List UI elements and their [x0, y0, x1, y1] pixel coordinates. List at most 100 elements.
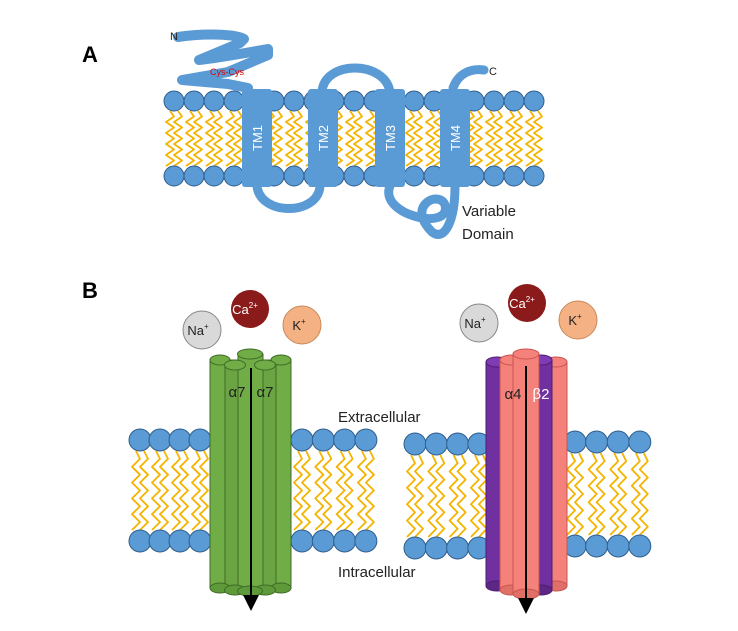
- lipid-tail: [343, 450, 354, 531]
- svg-text:K+: K+: [292, 317, 306, 333]
- lipid-tail: [273, 110, 283, 167]
- lipid-tail: [185, 110, 195, 167]
- alpha4beta2-channel: [485, 348, 568, 600]
- lipid-head: [333, 428, 357, 452]
- panel-a-label: A: [82, 42, 98, 67]
- alpha7-subunit-label-left: α7: [228, 384, 245, 401]
- intracellular-label: Intracellular: [338, 564, 416, 581]
- lipid-head: [503, 90, 525, 112]
- tm1-label: TM1: [250, 125, 265, 151]
- lipid-tail: [609, 452, 620, 536]
- lipid-tail: [233, 110, 243, 167]
- potassium-ion-left: K+: [282, 305, 322, 345]
- lipid-tail: [365, 110, 375, 167]
- lipid-tail: [425, 110, 435, 167]
- lipid-head: [163, 90, 185, 112]
- lipid-tail: [638, 452, 649, 536]
- lipid-tail: [485, 110, 495, 167]
- lipid-head: [148, 529, 172, 553]
- lipid-head: [283, 165, 305, 187]
- tm4-label: TM4: [448, 125, 463, 151]
- lipid-head: [606, 534, 630, 558]
- lipid-tail: [365, 450, 375, 531]
- lipid-tail: [493, 110, 503, 167]
- loop-tm2-tm3: [317, 63, 395, 97]
- lipid-head: [128, 529, 152, 553]
- lipid-tail: [165, 110, 175, 167]
- lipid-tail: [322, 450, 333, 531]
- lipid-tail: [427, 454, 438, 538]
- lipid-head: [585, 430, 609, 454]
- lipid-tail: [470, 454, 480, 538]
- lipid-head: [283, 90, 305, 112]
- lipid-tail: [357, 450, 367, 531]
- lipid-head: [523, 165, 545, 187]
- lipid-head: [446, 536, 470, 560]
- variable-domain-label-line2: Domain: [462, 226, 514, 243]
- lipid-tail: [353, 110, 363, 167]
- lipid-tail: [448, 454, 459, 538]
- lipid-tail: [213, 110, 223, 167]
- lipid-head: [223, 90, 245, 112]
- lipid-tail: [314, 450, 325, 531]
- lipid-head: [424, 536, 448, 560]
- lipid-head: [168, 529, 192, 553]
- c-terminus-label: C: [489, 66, 497, 78]
- lipid-tail: [335, 450, 346, 531]
- lipid-tail: [205, 110, 215, 167]
- tm4-helix: TM4: [440, 89, 470, 187]
- loop-tm1-tm2: [252, 181, 325, 213]
- potassium-ion-right: K+: [558, 300, 598, 340]
- lipid-tail: [293, 450, 303, 531]
- lipid-tail: [285, 110, 295, 167]
- disulfide-bond-label: Cys-Cys: [210, 67, 244, 77]
- lipid-head: [188, 428, 212, 452]
- lipid-tail: [301, 450, 311, 531]
- lipid-tail: [456, 454, 467, 538]
- lipid-head: [183, 165, 205, 187]
- lipid-head: [203, 90, 225, 112]
- lipid-head: [424, 432, 448, 456]
- extracellular-label: Extracellular: [338, 409, 421, 426]
- lipid-head: [343, 165, 365, 187]
- lipid-head: [606, 430, 630, 454]
- lipid-head: [446, 432, 470, 456]
- lipid-tail: [595, 452, 606, 536]
- lipid-head: [183, 90, 205, 112]
- lipid-head: [343, 90, 365, 112]
- lipid-head: [483, 165, 505, 187]
- calcium-ion-left: Ca2+: [231, 290, 269, 328]
- lipid-head: [354, 428, 378, 452]
- lipid-tail: [525, 110, 535, 167]
- lipid-head: [523, 90, 545, 112]
- lipid-tail: [193, 110, 203, 167]
- lipid-tails-a: [165, 110, 543, 167]
- lipid-head: [168, 428, 192, 452]
- lipid-tail: [435, 454, 446, 538]
- panel-b-label: B: [82, 278, 98, 303]
- lipid-head: [290, 529, 314, 553]
- tm2-label: TM2: [316, 125, 331, 151]
- lipid-tail: [505, 110, 515, 167]
- lipid-tail: [225, 110, 235, 167]
- lipid-tail: [179, 450, 189, 531]
- lipid-tail: [566, 452, 576, 536]
- lipid-tail: [406, 454, 416, 538]
- tm1-helix: TM1: [242, 89, 272, 187]
- lipid-tail: [587, 452, 598, 536]
- lipid-head: [311, 529, 335, 553]
- lipid-tail: [173, 110, 183, 167]
- lipid-head: [223, 165, 245, 187]
- svg-text:Na+: Na+: [187, 322, 209, 338]
- lipid-tail: [413, 110, 423, 167]
- lipid-head: [163, 165, 185, 187]
- alpha7-subunit-label-right: α7: [256, 384, 273, 401]
- tm3-label: TM3: [383, 125, 398, 151]
- lipid-tail: [414, 454, 424, 538]
- lipid-tails-b: [131, 450, 649, 538]
- lipid-head: [628, 534, 652, 558]
- lipid-tail: [191, 450, 201, 531]
- lipid-tail: [139, 450, 149, 531]
- n-terminal-domain: [173, 29, 273, 93]
